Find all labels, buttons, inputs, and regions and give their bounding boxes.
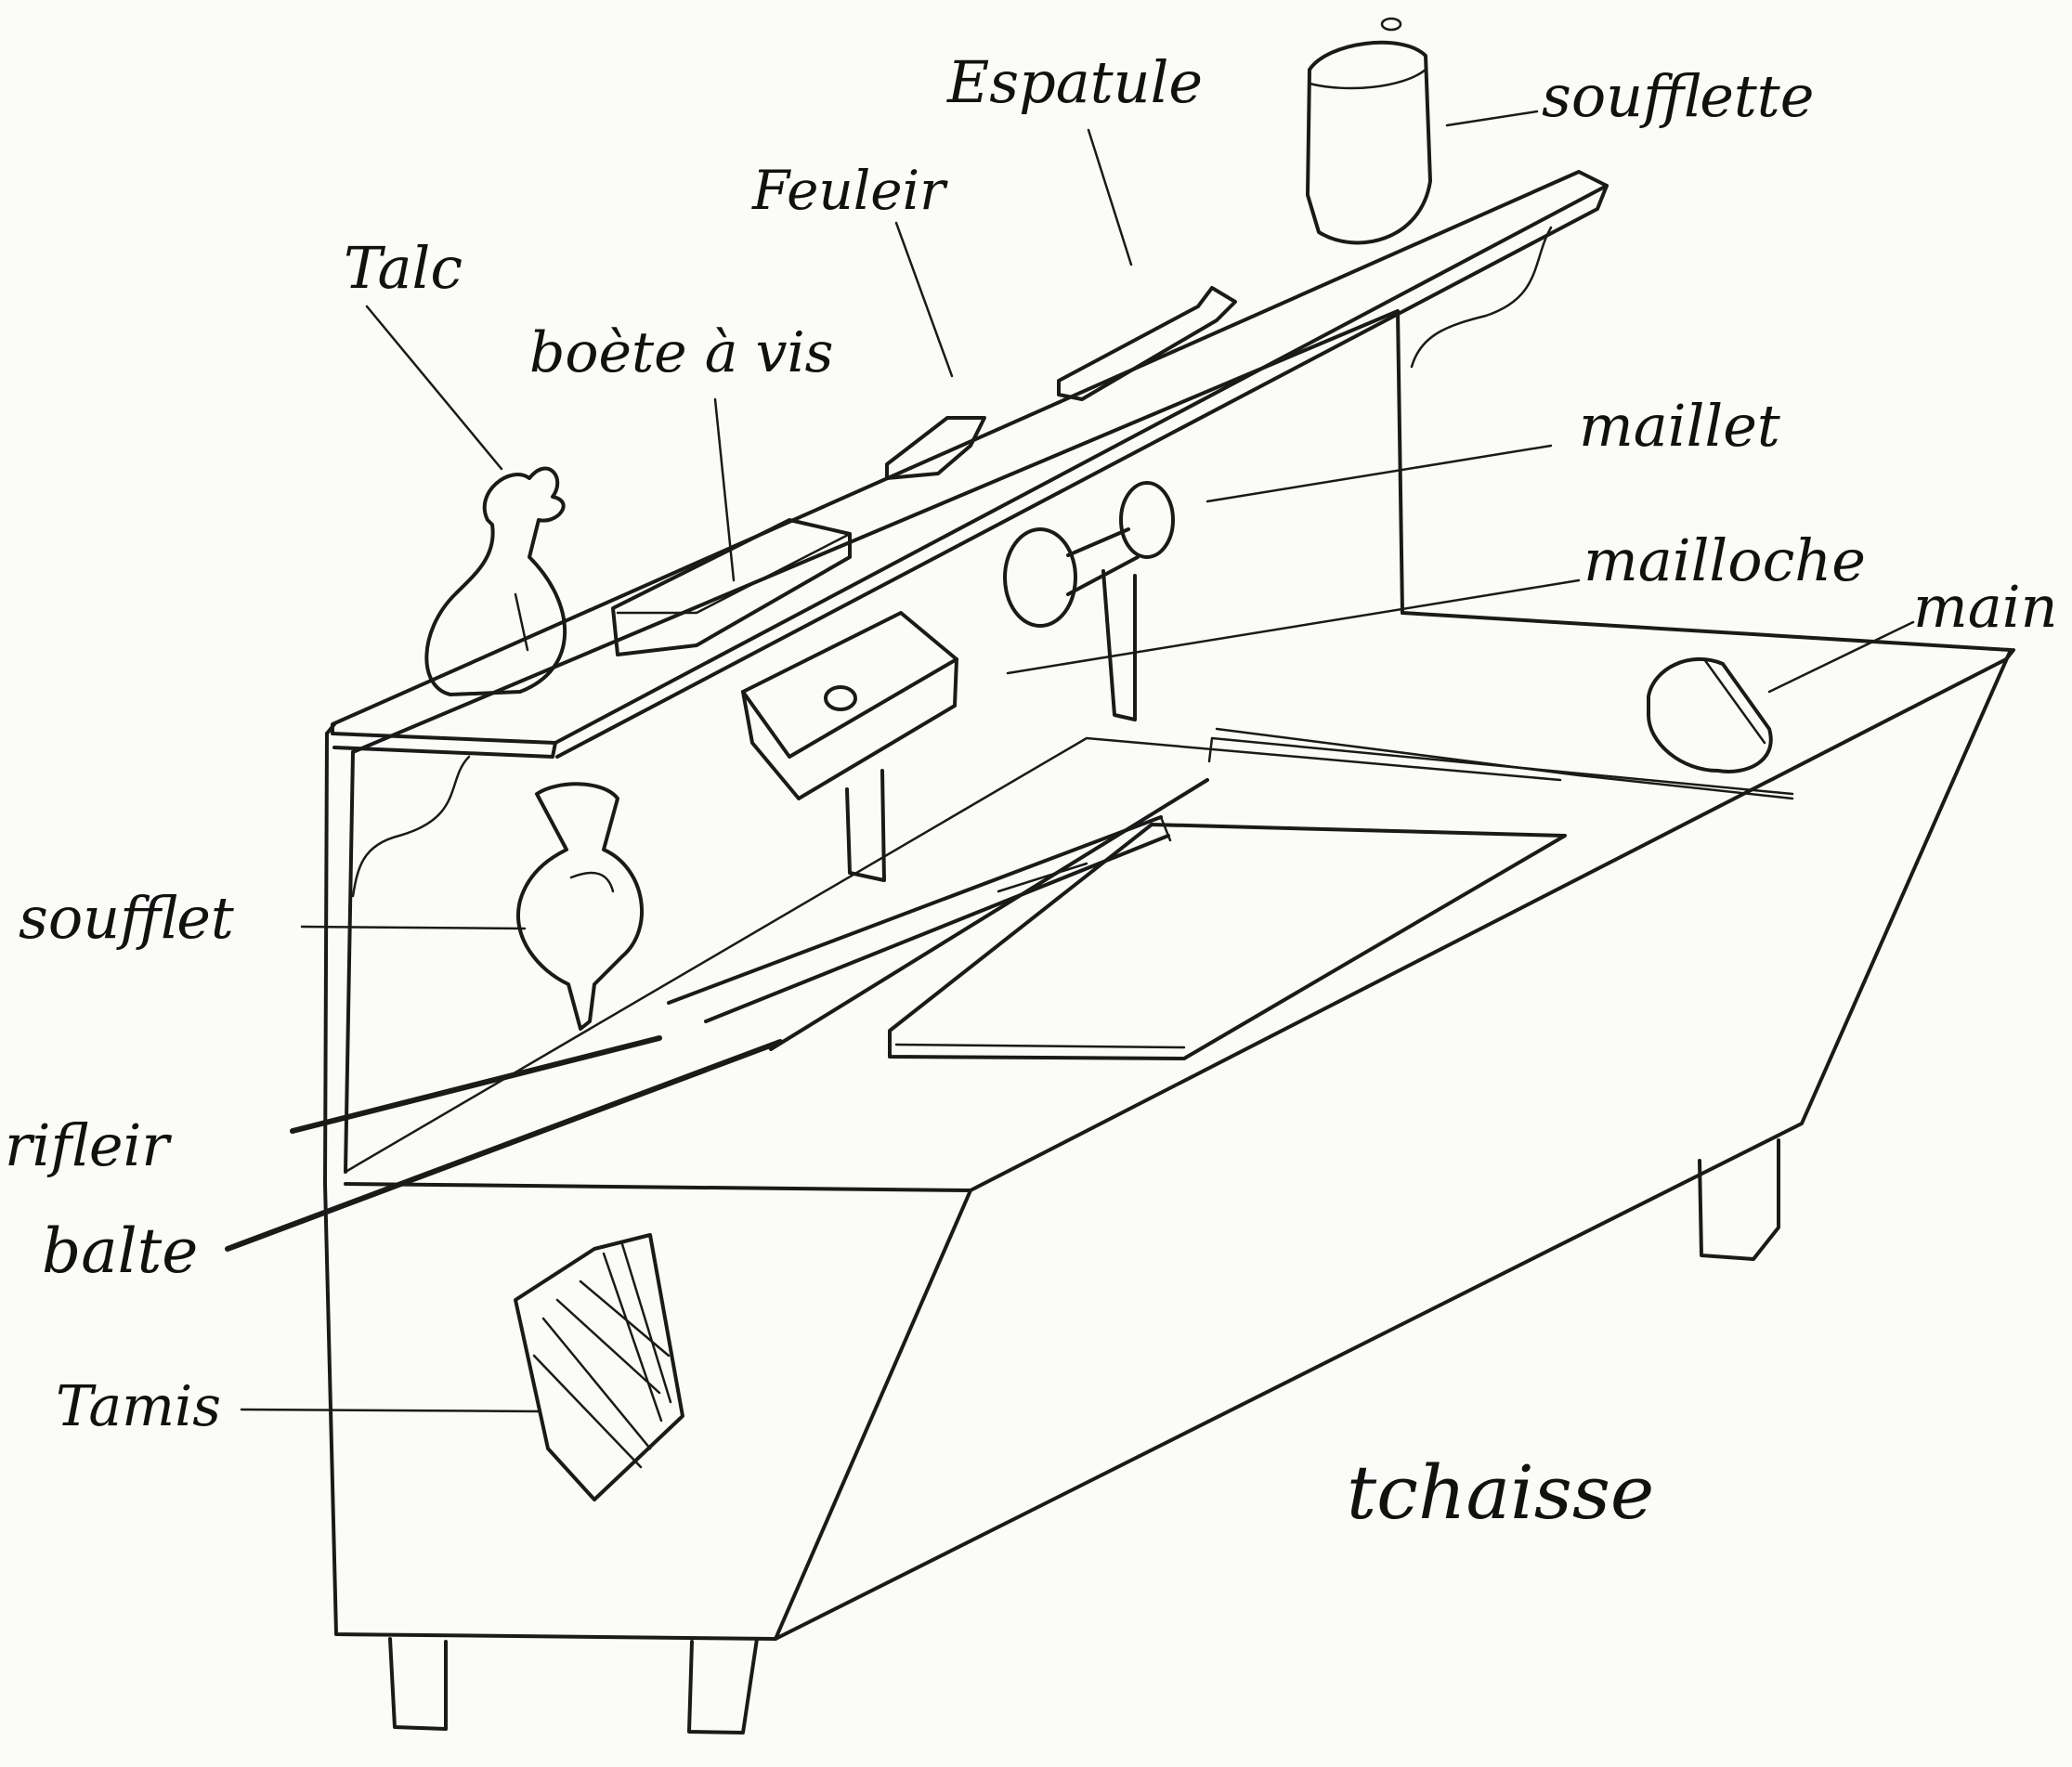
chest-body (323, 611, 2015, 1641)
chest-legs (388, 1138, 1780, 1735)
backboard-left (344, 750, 355, 1174)
leader-balte (225, 1039, 783, 1252)
label-espatule: Espatule (946, 48, 1203, 116)
chest-back-corner (2004, 648, 2015, 661)
leader-tamis (240, 1408, 541, 1413)
leader-feuleir (894, 221, 954, 378)
bellows (516, 782, 644, 1031)
label-balte: balte (42, 1215, 198, 1287)
frame-and-tray (667, 736, 1794, 1060)
shelf-front-edge (332, 741, 557, 759)
talc-bag-shape (424, 466, 567, 696)
shelf-plank (331, 170, 1609, 745)
jar-knob (1380, 17, 1402, 32)
label-soufflet: soufflet (19, 884, 234, 952)
spatula (1057, 286, 1237, 401)
chest-corner-edge (774, 1189, 972, 1641)
chest-top-front-edge (344, 1182, 972, 1192)
leader-lines (225, 110, 1915, 1413)
feuleir-shape (885, 416, 986, 480)
label-feuleir: Feuleir (751, 159, 948, 222)
rail-3 (769, 778, 1209, 1051)
rail-end (1159, 815, 1172, 842)
clamp-top (741, 611, 958, 759)
hand-tool (1647, 657, 1773, 773)
chest-ledge (344, 736, 1562, 1174)
feuleir-object (885, 416, 986, 480)
chest-top-side-edge (969, 657, 2008, 1192)
label-tchaisse: tchaisse (1347, 1449, 1654, 1536)
label-soufflette: soufflette (1542, 62, 1814, 130)
sieve-frame (514, 1233, 684, 1501)
sieve-mesh (532, 1280, 671, 1469)
leg-back-right (1698, 1138, 1780, 1261)
leader-soufflet (300, 925, 527, 930)
spatula-shape (1057, 286, 1237, 401)
mallet (1003, 481, 1175, 721)
tray-mark (997, 862, 1088, 893)
bellows-body (516, 782, 644, 1031)
leader-soufflette (1445, 110, 1539, 127)
talc-bag-fold (514, 592, 529, 652)
clamp-post (845, 769, 886, 882)
label-mailloche: mailloche (1583, 526, 1866, 594)
chest-right-bottom-edge (774, 648, 2013, 1641)
leg-front-right (687, 1637, 759, 1735)
soufflette-jar (1306, 17, 1432, 245)
top-shelf (331, 170, 1609, 898)
leader-main (1767, 620, 1915, 694)
jar-body (1306, 40, 1432, 245)
mallet-head-left (1003, 527, 1077, 628)
chest-top-back-edge (1401, 611, 2013, 652)
screw-box (611, 518, 852, 656)
leader-rifleir (290, 1035, 662, 1134)
sieve (514, 1233, 684, 1501)
bellows-detail (569, 871, 615, 893)
chest-inner-rim (1215, 727, 1794, 800)
leader-mailloche (1006, 578, 1581, 675)
shelf-bracket-left (351, 755, 471, 898)
leader-maillet (1205, 444, 1553, 503)
leader-talc (365, 305, 503, 471)
tray-front-inner (894, 1043, 1186, 1049)
clamp-block (741, 611, 958, 882)
label-maillet: maillet (1579, 392, 1780, 460)
label-main: main (1913, 573, 2058, 641)
screw-box-shape (611, 518, 852, 656)
label-talc: Talc (344, 234, 463, 302)
backboard-top-right (351, 309, 1404, 754)
mallet-head-right (1119, 481, 1175, 559)
mallet-handle (1101, 569, 1137, 721)
label-tamis: Tamis (56, 1374, 221, 1439)
sieve-rims (602, 1242, 672, 1423)
label-boete-a-vis: boète à vis (529, 320, 833, 385)
labels: Talc boète à vis Feuleir Espatule souffl… (5, 48, 2058, 1536)
shelf-bracket-right (1410, 226, 1553, 369)
hand-tool-shape (1647, 657, 1773, 773)
jar-rim (1308, 68, 1427, 90)
leader-espatule (1087, 128, 1133, 266)
tray-frame (888, 823, 1567, 1060)
leader-boete (713, 397, 736, 582)
rail-2 (704, 834, 1170, 1023)
hand-tool-strap (1702, 657, 1766, 745)
clamp-front (741, 657, 958, 800)
clamp-hole (824, 685, 857, 711)
talc-bag (424, 466, 567, 696)
label-rifleir: rifleir (5, 1111, 172, 1179)
leg-front-left (388, 1637, 448, 1731)
tray-back (1207, 736, 1794, 796)
shelf-side-edge (555, 184, 1609, 759)
screw-box-lid (616, 532, 852, 615)
rail-1 (667, 815, 1163, 1005)
